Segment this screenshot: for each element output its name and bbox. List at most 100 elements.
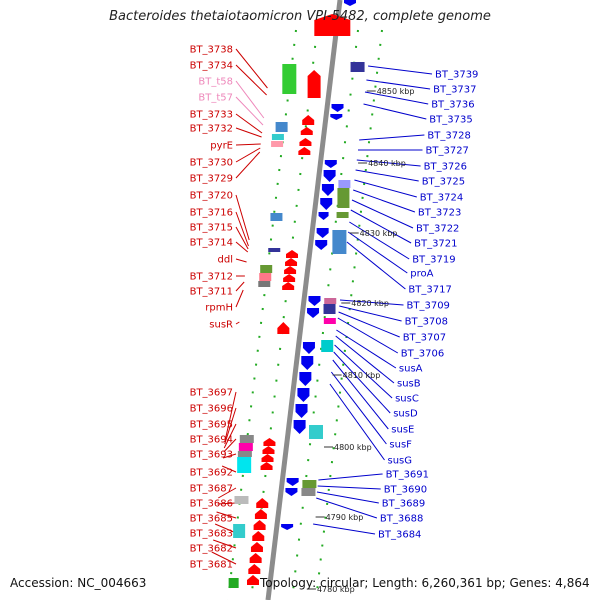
reverse-gene-arrow[interactable] xyxy=(316,228,329,238)
gene-label-left[interactable]: BT_3733 xyxy=(190,110,233,121)
gene-box-grey[interactable] xyxy=(258,281,271,287)
gene-label-left[interactable]: BT_t58 xyxy=(198,77,233,88)
forward-gene-arrow[interactable] xyxy=(285,258,298,266)
gene-label-left[interactable]: BT_3681 xyxy=(190,560,233,571)
gene-label-left[interactable]: BT_3712 xyxy=(190,272,233,283)
gene-label-left[interactable]: ddl xyxy=(218,255,233,266)
gene-box-navy[interactable] xyxy=(268,248,281,252)
forward-gene-arrow[interactable] xyxy=(299,138,312,146)
gene-box-grey[interactable] xyxy=(239,435,254,443)
gene-box-salmon[interactable] xyxy=(259,273,272,281)
gene-box-green[interactable] xyxy=(282,64,297,94)
gene-label-left[interactable]: BT_3720 xyxy=(190,191,233,202)
reverse-gene-arrow[interactable] xyxy=(323,170,336,182)
gene-label-left[interactable]: BT_3696 xyxy=(190,404,233,415)
gene-label-left[interactable]: susR xyxy=(209,320,233,331)
forward-gene-arrow[interactable] xyxy=(286,250,298,258)
gene-label-left[interactable]: BT_3738 xyxy=(190,45,233,56)
gene-label-left[interactable]: BT_3687 xyxy=(190,484,233,495)
reverse-gene-arrow[interactable] xyxy=(315,240,328,250)
gene-box-olive[interactable] xyxy=(337,188,350,208)
forward-gene-arrow[interactable] xyxy=(256,498,269,508)
reverse-gene-arrow[interactable] xyxy=(330,114,343,120)
gene-box-olive[interactable] xyxy=(336,212,349,218)
gene-label-left[interactable]: pyrE xyxy=(210,141,233,152)
reverse-gene-arrow[interactable] xyxy=(321,184,334,196)
gene-label-left[interactable]: rpmH xyxy=(205,303,233,314)
gene-label-left[interactable]: BT_3694 xyxy=(190,435,233,446)
reverse-gene-arrow[interactable] xyxy=(281,524,294,530)
gene-box-cyan[interactable] xyxy=(271,134,284,140)
gene-label-right[interactable]: BT_3706 xyxy=(401,349,444,360)
gene-label-right[interactable]: BT_3707 xyxy=(403,333,446,344)
gene-label-right[interactable]: BT_3691 xyxy=(386,470,429,481)
gene-label-left[interactable]: BT_3693 xyxy=(190,450,233,461)
gene-label-right[interactable]: BT_3725 xyxy=(422,177,465,188)
gene-label-right[interactable]: BT_3688 xyxy=(380,514,423,525)
reverse-gene-arrow[interactable] xyxy=(324,160,337,168)
gene-box-navy[interactable] xyxy=(323,304,336,314)
gene-label-left[interactable]: BT_3683 xyxy=(190,529,233,540)
forward-gene-arrow[interactable] xyxy=(254,509,267,519)
reverse-gene-arrow[interactable] xyxy=(293,420,306,434)
gene-label-right[interactable]: BT_3736 xyxy=(431,100,474,111)
gene-box-lightgrey[interactable] xyxy=(234,496,249,504)
gene-box-grey[interactable] xyxy=(301,488,316,496)
forward-gene-arrow[interactable] xyxy=(298,147,311,155)
forward-gene-arrow[interactable] xyxy=(307,70,321,98)
gene-box-cyan[interactable] xyxy=(237,457,252,473)
gene-label-right[interactable]: susF xyxy=(389,440,412,451)
gene-box-olive[interactable] xyxy=(260,265,273,273)
gene-label-left[interactable]: BT_3682 xyxy=(190,544,233,555)
forward-gene-arrow[interactable] xyxy=(247,575,259,585)
gene-label-right[interactable]: BT_3722 xyxy=(416,224,459,235)
gene-label-left[interactable]: BT_3729 xyxy=(190,174,233,185)
gene-label-right[interactable]: susG xyxy=(388,456,413,467)
gene-label-right[interactable]: susC xyxy=(395,394,419,405)
forward-gene-arrow[interactable] xyxy=(253,520,266,530)
gene-box-pink[interactable] xyxy=(271,141,284,147)
gene-box-lavender[interactable] xyxy=(338,180,351,188)
gene-label-left[interactable]: BT_3730 xyxy=(190,158,233,169)
forward-gene-arrow[interactable] xyxy=(248,564,261,574)
gene-label-left[interactable]: BT_3734 xyxy=(190,61,233,72)
reverse-gene-arrow[interactable] xyxy=(302,342,315,354)
gene-label-right[interactable]: BT_3735 xyxy=(429,115,472,126)
reverse-gene-arrow[interactable] xyxy=(320,198,333,210)
gene-label-right[interactable]: BT_3724 xyxy=(420,193,463,204)
reverse-gene-arrow[interactable] xyxy=(285,488,298,496)
forward-gene-arrow[interactable] xyxy=(261,454,274,462)
gene-label-right[interactable]: susA xyxy=(399,364,423,375)
gene-box-green[interactable] xyxy=(228,578,239,588)
forward-gene-arrow[interactable] xyxy=(250,542,263,552)
gene-label-right[interactable]: BT_3717 xyxy=(408,285,451,296)
forward-gene-arrow[interactable] xyxy=(284,266,297,274)
gene-label-left[interactable]: BT_3715 xyxy=(190,223,233,234)
forward-gene-arrow[interactable] xyxy=(260,462,273,470)
gene-label-left[interactable]: BT_3716 xyxy=(190,208,233,219)
gene-box-magenta[interactable] xyxy=(238,443,253,451)
reverse-gene-arrow[interactable] xyxy=(318,212,329,220)
forward-gene-arrow[interactable] xyxy=(300,127,313,135)
gene-label-right[interactable]: BT_3719 xyxy=(412,255,455,266)
gene-label-right[interactable]: BT_3739 xyxy=(435,70,478,81)
forward-gene-arrow[interactable] xyxy=(263,438,276,446)
gene-label-left[interactable]: BT_3711 xyxy=(190,287,233,298)
gene-label-right[interactable]: BT_3708 xyxy=(405,317,448,328)
gene-label-left[interactable]: BT_3685 xyxy=(190,514,233,525)
gene-label-right[interactable]: BT_3690 xyxy=(384,485,427,496)
gene-label-right[interactable]: BT_3689 xyxy=(382,499,425,510)
gene-label-right[interactable]: BT_3709 xyxy=(407,301,450,312)
reverse-gene-arrow[interactable] xyxy=(344,0,356,6)
gene-box-steelblue[interactable] xyxy=(332,230,347,254)
gene-box-magenta[interactable] xyxy=(323,318,336,324)
gene-box-steelblue[interactable] xyxy=(275,122,288,132)
gene-label-left[interactable]: BT_3692 xyxy=(190,468,233,479)
gene-label-right[interactable]: BT_3727 xyxy=(426,146,469,157)
forward-gene-arrow[interactable] xyxy=(277,322,290,334)
gene-label-left[interactable]: BT_3686 xyxy=(190,499,233,510)
gene-label-right[interactable]: BT_3721 xyxy=(414,239,457,250)
gene-label-left[interactable]: BT_3714 xyxy=(190,238,233,249)
gene-box-olive[interactable] xyxy=(302,480,317,488)
forward-gene-arrow[interactable] xyxy=(314,14,351,36)
